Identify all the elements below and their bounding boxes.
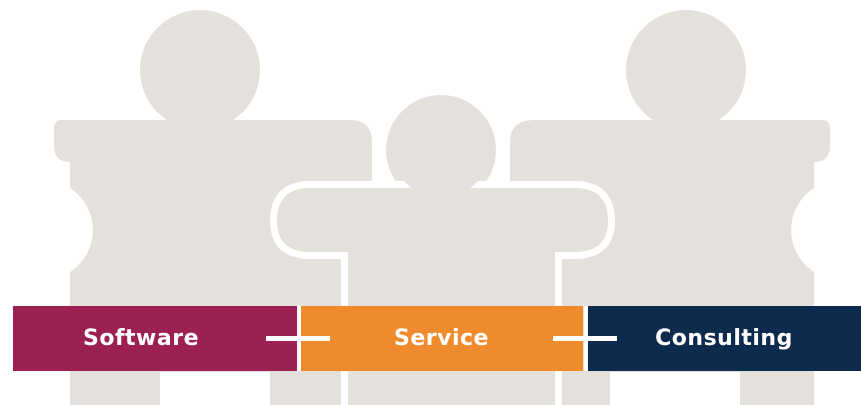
service-label: Service [394, 326, 489, 351]
consulting-segment: Consulting [587, 306, 861, 371]
software-segment: Software [13, 306, 297, 371]
service-segment: Service [300, 306, 583, 371]
plus-connector-icon [553, 306, 617, 371]
consulting-label: Consulting [655, 326, 793, 351]
plus-connector-icon [266, 306, 330, 371]
software-label: Software [83, 326, 199, 351]
